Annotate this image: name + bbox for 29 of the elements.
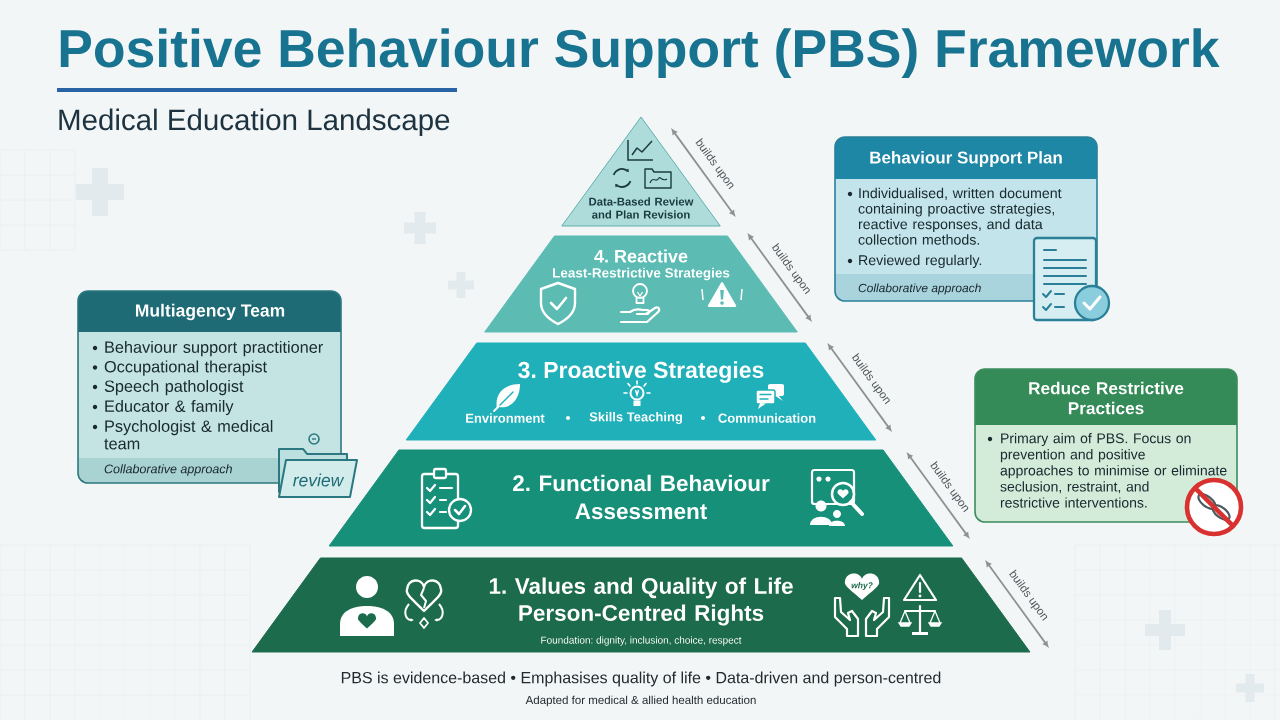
strategy-label: Communication — [718, 413, 816, 423]
tier-title: 3. Proactive Strategies — [518, 361, 764, 383]
tier-caption: Foundation: dignity, inclusion, choice, respect — [541, 636, 742, 646]
card-heading: Multiagency Team — [136, 303, 285, 321]
tier-title: 4. Reactive — [594, 249, 688, 263]
icon-label: why? — [851, 582, 873, 590]
list-item: Primary aim of PBS. Focus on prevention and positive approaches to minimise or eliminate seclusion, restraint, and restrictive interventions. — [1000, 433, 1227, 508]
list-item: Individualised, written document containing proactive strategies, reactive responses, and data collection methods. — [858, 187, 1062, 245]
strategy-label: Environment — [466, 413, 545, 423]
list-item: Occupational therapist — [104, 360, 267, 376]
list-item: Educator & family — [105, 400, 234, 416]
card-heading: Reduce Restrictive Practices — [1029, 381, 1184, 415]
card-footnote: Collaborative approach — [858, 283, 981, 295]
tier-subtitle: Least-Restrictive Strategies — [553, 267, 730, 281]
list-item: Psychologist & medical team — [104, 420, 273, 450]
footer-note: PBS is evidence-based • Emphasises quality of life • Data-driven and person-centred — [341, 671, 941, 687]
tier-title: 1. Values and Quality of Life Person-Centred Rights — [489, 577, 793, 626]
card-footnote: Collaborative approach — [104, 464, 232, 476]
subtitle: Medical Education Landscape — [59, 108, 450, 137]
card-heading: Behaviour Support Plan — [870, 151, 1062, 167]
title: Positive Behaviour Support (PBS) Framework — [60, 28, 1220, 79]
tier-title: Data-Based Review and Plan Revision — [589, 197, 694, 219]
strategy-label: Skills Teaching — [589, 411, 682, 425]
list-item: Speech pathologist — [104, 380, 244, 396]
icon-label: review — [293, 473, 345, 487]
tier-title: 2. Functional Behaviour Assessment — [513, 474, 770, 520]
list-item: Reviewed regularly. — [859, 254, 982, 269]
footer-credit: Adapted for medical & allied health education — [525, 695, 756, 707]
list-item: Behaviour support practitioner — [105, 341, 323, 357]
